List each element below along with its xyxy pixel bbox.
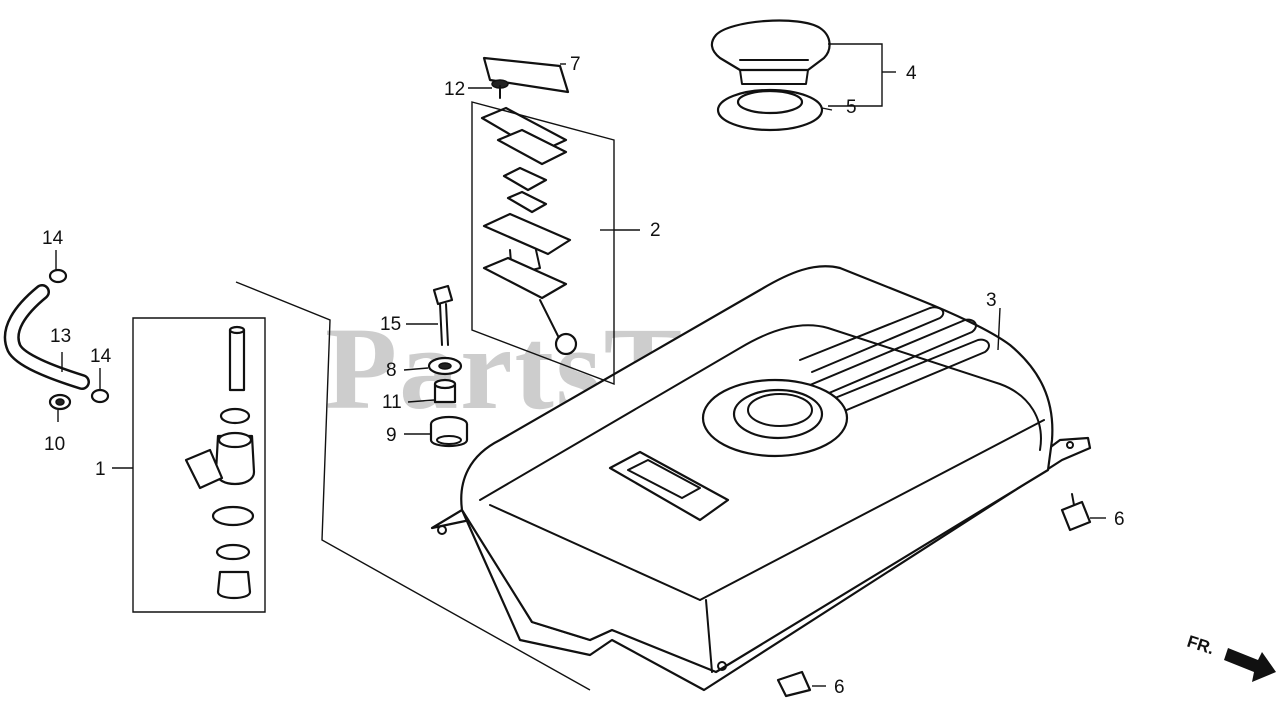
fuel-cock-assembly[interactable] (184, 325, 256, 600)
callout-7: 7 (570, 54, 581, 75)
callout-6-lower: 6 (834, 677, 845, 698)
front-arrow-icon (1224, 648, 1276, 682)
fuel-filler-cap[interactable] (710, 19, 831, 85)
fuel-gauge-assembly[interactable] (480, 56, 578, 356)
callout-15: 15 (380, 314, 401, 335)
front-direction-marker: FR. (1185, 632, 1276, 682)
leader-lines (55, 43, 1106, 691)
callout-13: 13 (50, 326, 71, 347)
callout-14-lower: 14 (90, 346, 112, 367)
fuel-tank[interactable] (430, 265, 1092, 692)
hose-clip[interactable] (90, 388, 110, 404)
callout-8: 8 (386, 360, 397, 381)
collar[interactable] (433, 378, 457, 404)
callout-5: 5 (846, 97, 857, 118)
grommet[interactable] (429, 415, 469, 448)
callout-11: 11 (382, 392, 402, 413)
callout-1: 1 (95, 459, 106, 480)
callout-3: 3 (986, 290, 997, 311)
callout-4: 4 (906, 63, 917, 84)
flange-bolt[interactable] (432, 284, 454, 346)
fuel-hose[interactable] (3, 284, 90, 390)
hose-clip[interactable] (48, 268, 68, 284)
callout-labels: 1 2 3 4 5 6 6 7 8 9 10 11 12 13 14 14 15 (42, 54, 1125, 698)
screw[interactable] (491, 79, 509, 99)
hose-joint[interactable] (48, 393, 72, 411)
callout-10: 10 (44, 434, 65, 455)
tank-cushion[interactable] (1060, 493, 1092, 532)
callout-14-upper: 14 (42, 228, 64, 249)
callout-9: 9 (386, 425, 397, 446)
callout-6-upper: 6 (1114, 509, 1125, 530)
cap-gasket[interactable] (716, 88, 824, 132)
callout-12: 12 (444, 79, 465, 100)
washer[interactable] (427, 356, 463, 376)
front-label: FR. (1185, 632, 1217, 659)
tank-cushion[interactable] (776, 670, 812, 698)
callout-2: 2 (650, 220, 661, 241)
